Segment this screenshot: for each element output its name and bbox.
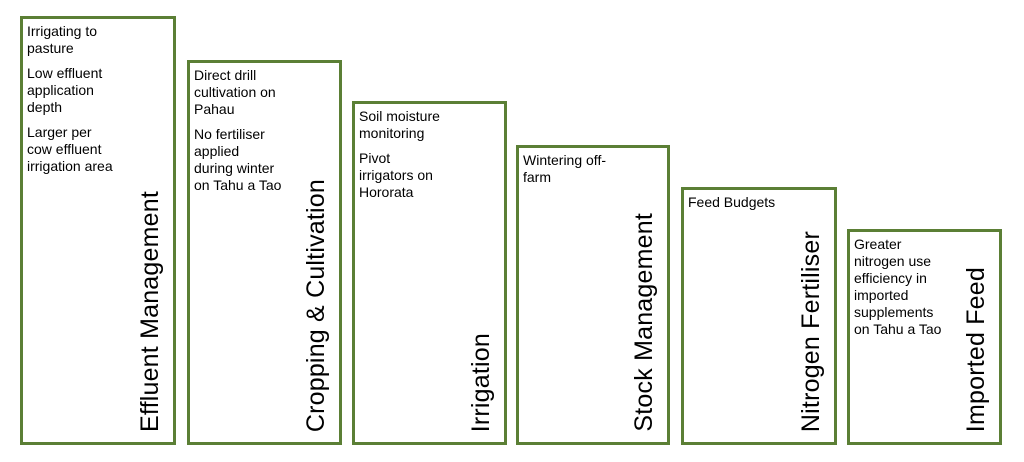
box-title: Cropping & Cultivation xyxy=(302,178,330,432)
box-items: Wintering off- farm xyxy=(523,152,631,194)
list-item: Pivot irrigators on Hororata xyxy=(359,150,433,200)
list-item: Feed Budgets xyxy=(688,194,776,210)
effluent-management-box: Irrigating to pasture Low effluent appli… xyxy=(20,16,176,445)
box-title: Effluent Management xyxy=(136,191,164,432)
box-items: Irrigating to pasture Low effluent appli… xyxy=(27,23,135,183)
list-item: Wintering off- farm xyxy=(523,152,606,185)
box-title: Imported Feed xyxy=(962,266,990,432)
nitrogen-fertiliser-box: Feed Budgets Nitrogen Fertiliser xyxy=(681,187,837,445)
list-item: Low effluent application depth xyxy=(27,65,103,115)
irrigation-box: Soil moisture monitoring Pivot irrigator… xyxy=(352,101,507,445)
box-items: Direct drill cultivation on Pahau No fer… xyxy=(194,67,302,202)
box-title: Stock Management xyxy=(630,213,658,432)
cropping-cultivation-box: Direct drill cultivation on Pahau No fer… xyxy=(187,60,342,445)
box-title: Irrigation xyxy=(467,332,495,432)
list-item: Greater nitrogen use efficiency in impor… xyxy=(854,236,942,337)
list-item: No fertiliser applied during winter on T… xyxy=(194,126,282,193)
stock-management-box: Wintering off- farm Stock Management xyxy=(516,145,670,445)
list-item: Irrigating to pasture xyxy=(27,23,98,56)
box-items: Soil moisture monitoring Pivot irrigator… xyxy=(359,108,467,209)
imported-feed-box: Greater nitrogen use efficiency in impor… xyxy=(847,229,1002,445)
list-item: Direct drill cultivation on Pahau xyxy=(194,67,276,117)
list-item: Soil moisture monitoring xyxy=(359,108,440,141)
list-item: Larger per cow effluent irrigation area xyxy=(27,124,113,174)
box-title: Nitrogen Fertiliser xyxy=(797,230,825,432)
box-items: Greater nitrogen use efficiency in impor… xyxy=(854,236,962,346)
box-items: Feed Budgets xyxy=(688,194,796,219)
